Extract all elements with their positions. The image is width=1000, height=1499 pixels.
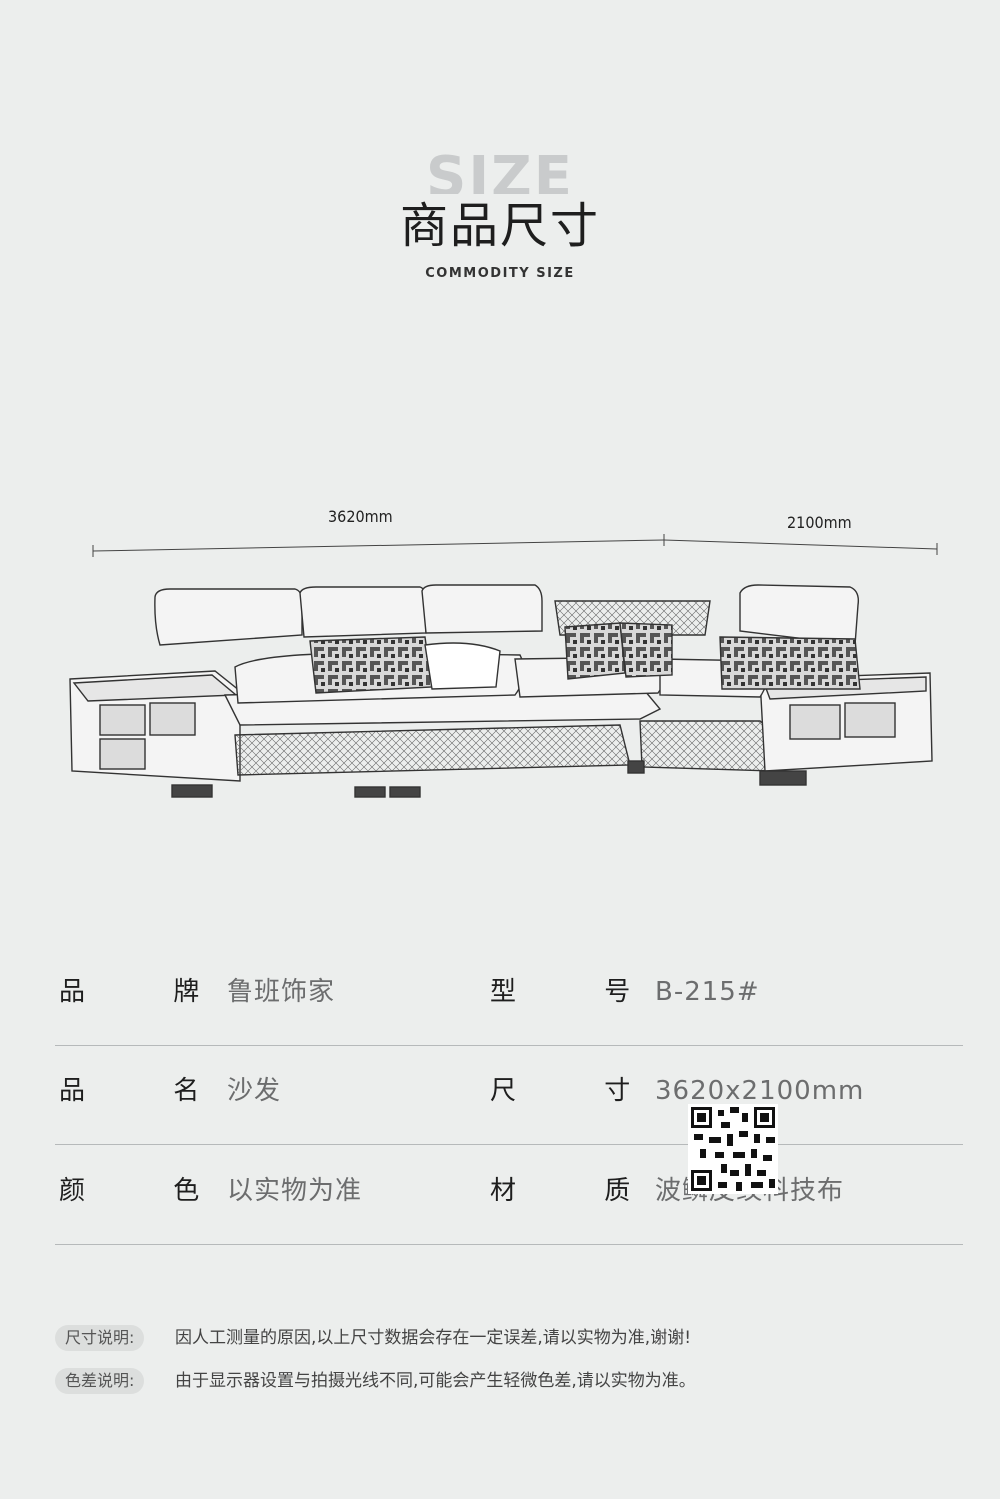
spec-value-size: 3620x2100mm [655, 1076, 865, 1106]
qr-code-image [688, 1104, 778, 1194]
note-color: 色差说明: 由于显示器设置与拍摄光线不同,可能会产生轻微色差,请以实物为准。 [55, 1368, 955, 1394]
sofa-sketch-image [69, 584, 933, 798]
spec-label-size: 尺 寸 [490, 1076, 671, 1106]
spec-label-model: 型 号 [490, 977, 671, 1007]
note-color-tag: 色差说明: [55, 1368, 145, 1394]
spec-value-product-name: 沙发 [227, 1076, 282, 1106]
spec-label-brand: 品 牌 [59, 977, 240, 1007]
row-divider [55, 1244, 963, 1245]
length-dimension-label: 3620mm [328, 507, 393, 526]
note-size-text: 因人工测量的原因,以上尺寸数据会存在一定误差,请以实物为准,谢谢! [175, 1328, 692, 1348]
dimension-lines [92, 534, 938, 557]
note-size: 尺寸说明: 因人工测量的原因,以上尺寸数据会存在一定误差,请以实物为准,谢谢! [55, 1325, 955, 1351]
spec-row-1: 品 牌 鲁班饰家 型 号 B-215# [55, 948, 963, 1046]
spec-value-color: 以实物为准 [227, 1176, 363, 1206]
background-watermark-word: SIZE [425, 150, 575, 194]
spec-row-2: 品 名 沙发 尺 寸 3620x2100mm [55, 1047, 963, 1145]
note-color-text: 由于显示器设置与拍摄光线不同,可能会产生轻微色差,请以实物为准。 [175, 1371, 696, 1391]
spec-label-product-name: 品 名 [59, 1076, 240, 1106]
spec-row-3: 颜 色 以实物为准 材 质 波鳞皮纹科技布 [55, 1147, 963, 1245]
spec-label-material: 材 质 [490, 1176, 671, 1206]
row-divider [55, 1144, 963, 1145]
spec-label-color: 颜 色 [59, 1176, 240, 1206]
row-divider [55, 1045, 963, 1046]
note-size-tag: 尺寸说明: [55, 1325, 145, 1351]
depth-dimension-label: 2100mm [787, 513, 852, 532]
spec-value-model: B-215# [655, 977, 760, 1007]
page-subtitle: COMMODITY SIZE [425, 266, 575, 281]
page-title: 商品尺寸 [399, 198, 600, 254]
spec-value-brand: 鲁班饰家 [227, 977, 336, 1007]
